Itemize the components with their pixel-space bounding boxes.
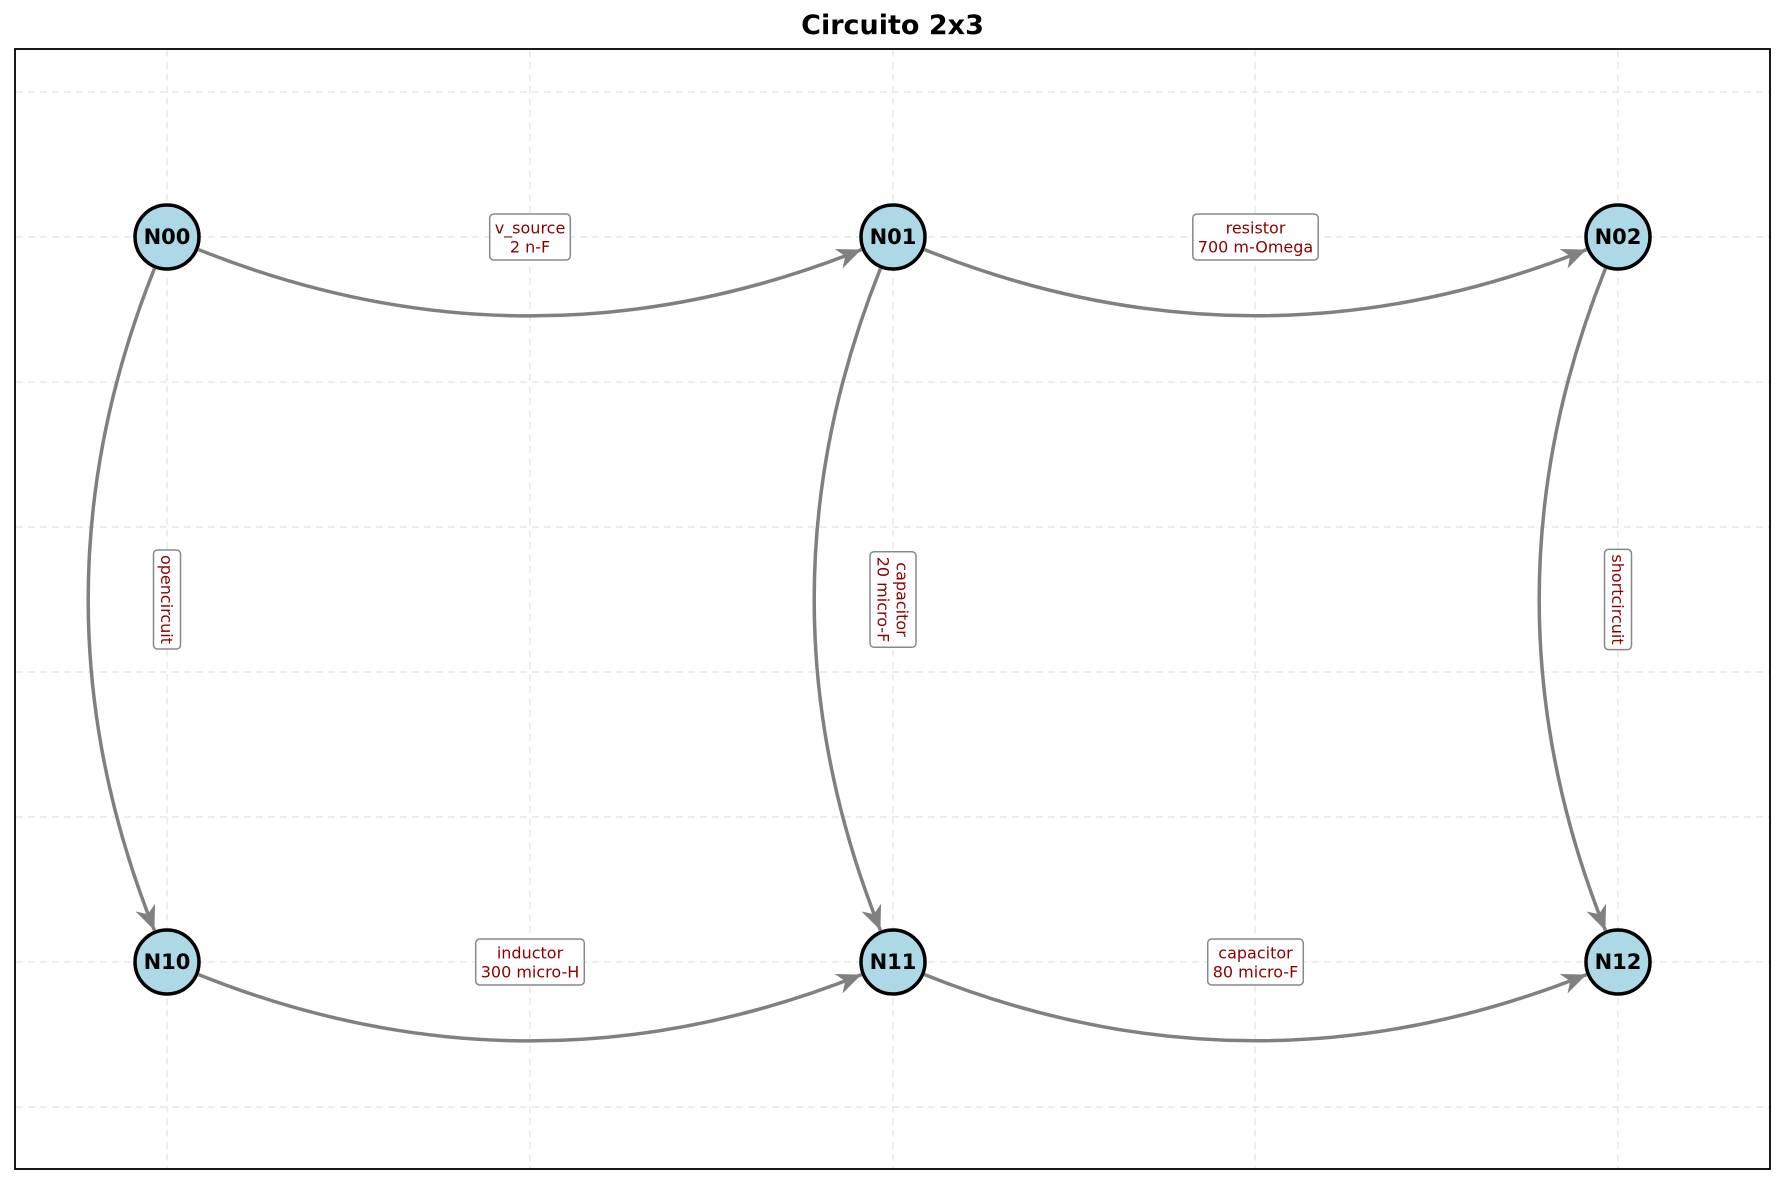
node-label: N01 [870,225,917,249]
edge-N10-N11 [197,972,863,1043]
edge-label-text: 300 micro-H [481,963,580,982]
edge-label-text: 700 m-Omega [1198,238,1313,257]
node-circle [1584,203,1652,271]
edge-N01-N11 [812,267,883,932]
node-circle [133,928,201,996]
edge-label-text: v_source [495,219,566,239]
node-label: N12 [1595,950,1642,974]
edge-label-text: 80 micro-F [1213,963,1299,982]
node-label: N02 [1595,225,1642,249]
node-label: N11 [870,950,917,974]
edges [86,247,1608,1043]
edge-N11-N12 [923,972,1588,1043]
edge-label-text: capacitor [893,562,912,637]
diagram-title: Circuito 2x3 [801,10,984,41]
plot-frame [14,48,1771,1170]
edge-label-text: opencircuit [157,555,176,644]
edge-label-text: 20 micro-F [874,557,893,643]
node-n02: N02 [1584,203,1652,271]
edge-label: shortcircuit [1603,548,1633,651]
node-circle [1584,928,1652,996]
node-circle [859,203,927,271]
edge-label-text: shortcircuit [1608,554,1627,644]
edge-label-text: capacitor [1218,944,1293,963]
node-label: N00 [144,225,191,249]
edge-N01-N02 [923,247,1588,318]
node-label: N10 [144,950,191,974]
edge-label-text: inductor [497,944,564,963]
edge-label-text: 2 n-F [510,238,550,257]
edge-label-text: resistor [1226,219,1286,238]
node-n12: N12 [1584,928,1652,996]
node-circle [859,928,927,996]
node-n00: N00 [133,203,201,271]
edge-N00-N01 [197,247,863,318]
node-n11: N11 [859,928,927,996]
node-n01: N01 [859,203,927,271]
node-circle [133,203,201,271]
edge-N00-N10 [86,267,157,932]
edge-N02-N12 [1537,267,1608,932]
node-n10: N10 [133,928,201,996]
edge-label: opencircuit [152,549,182,650]
